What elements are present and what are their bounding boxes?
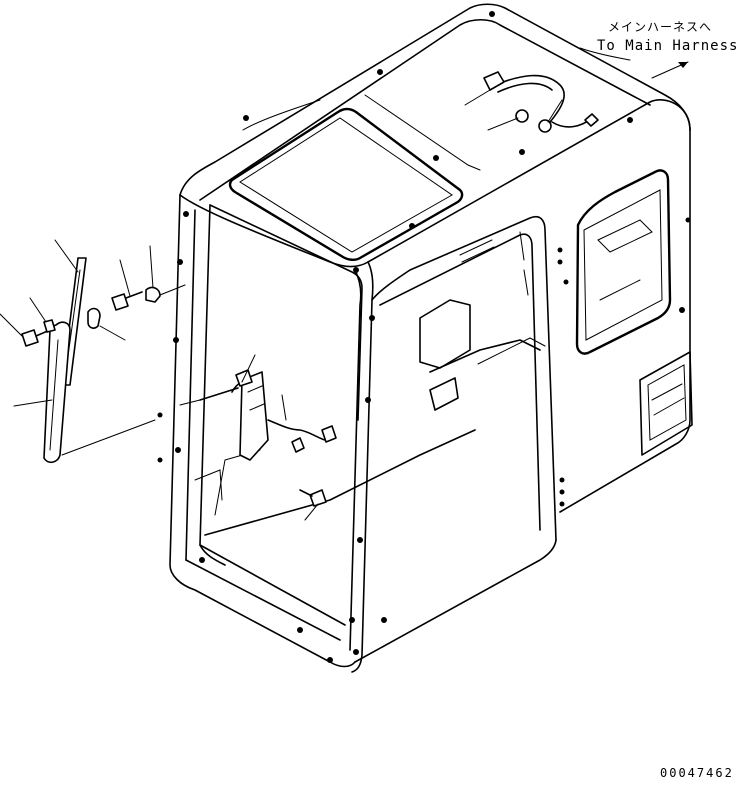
harness-note-japanese: メインハーネスへ — [608, 20, 713, 34]
drawing-number: 00047462 — [660, 766, 734, 780]
wiper-assembly — [0, 239, 186, 464]
connector-block — [483, 71, 505, 91]
cab-body — [169, 3, 693, 673]
wiper-motor — [179, 354, 337, 461]
nut — [21, 329, 39, 347]
bolt — [111, 293, 129, 311]
roof-harness — [464, 47, 689, 133]
cap — [87, 307, 101, 329]
mounting-holes — [157, 11, 691, 663]
wiper-arm — [43, 321, 71, 464]
washer — [43, 319, 56, 333]
grommet — [515, 109, 529, 123]
floor-bolt — [299, 489, 327, 521]
bushing — [145, 286, 161, 303]
harness-note-english: To Main Harness — [597, 38, 739, 54]
